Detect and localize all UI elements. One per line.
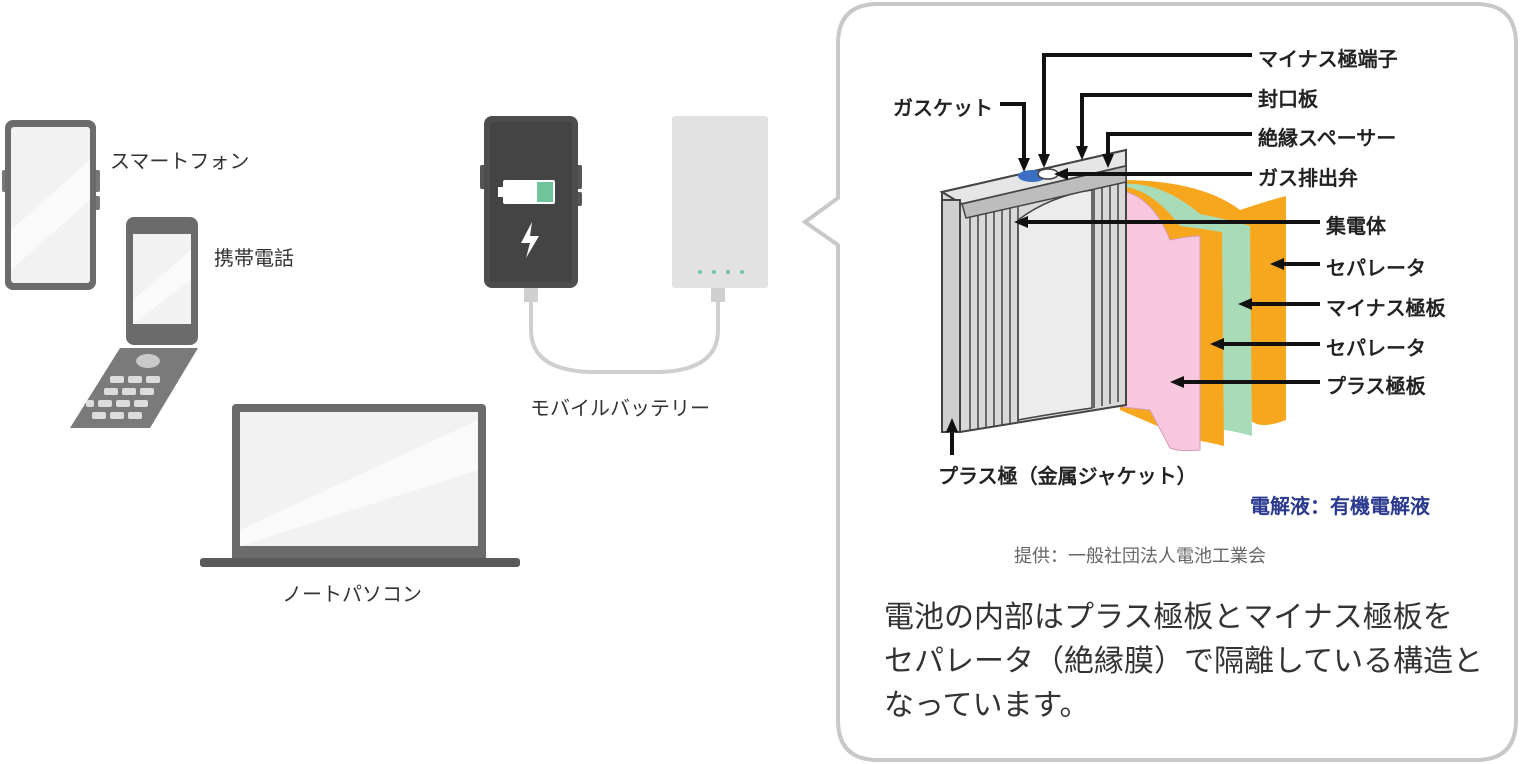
description-line-2: セパレータ（絶縁膜）で隔離している構造と <box>884 644 1484 679</box>
label-separator-1: セパレータ <box>1326 256 1426 280</box>
label-plus-terminal: プラス極（金属ジャケット） <box>938 464 1197 488</box>
smartphone-icon <box>2 120 100 290</box>
charging-cable <box>524 288 725 374</box>
label-gas-vent: ガス排出弁 <box>1258 166 1358 190</box>
mobile-battery-label: モバイルバッテリー <box>530 396 710 420</box>
label-separator-2: セパレータ <box>1326 336 1426 360</box>
label-insulating-spacer: 絶縁スペーサー <box>1258 126 1397 150</box>
label-minus-plate: マイナス極板 <box>1326 296 1446 320</box>
label-current-collector: 集電体 <box>1326 214 1386 238</box>
laptop-label: ノートパソコン <box>282 582 422 606</box>
smartphone-label: スマートフォン <box>110 149 250 173</box>
label-sealing-plate: 封口板 <box>1258 87 1318 111</box>
label-minus-terminal: マイナス極端子 <box>1258 47 1398 71</box>
label-gasket: ガスケット <box>893 96 993 120</box>
feature-phone-icon <box>70 217 198 428</box>
description-line-3: なっています。 <box>884 688 1090 723</box>
electrolyte-label: 電解液：有機電解液 <box>1250 494 1430 518</box>
feature-phone-label: 携帯電話 <box>214 246 294 270</box>
plus-plate-layer <box>1111 189 1201 452</box>
mobile-battery-icon <box>672 116 768 288</box>
credit-text: 提供：一般社団法人電池工業会 <box>1014 546 1266 567</box>
laptop-icon <box>200 404 520 567</box>
leader-arrowheads <box>946 146 1284 432</box>
label-plus-plate: プラス極板 <box>1326 374 1426 398</box>
charging-phone-icon <box>480 116 582 288</box>
leader-lines <box>950 53 1320 455</box>
description-line-1: 電池の内部はプラス極板とマイナス極板を <box>884 600 1453 635</box>
description-text: 電池の内部はプラス極板とマイナス極板を セパレータ（絶縁膜）で隔離している構造と… <box>884 596 1484 728</box>
